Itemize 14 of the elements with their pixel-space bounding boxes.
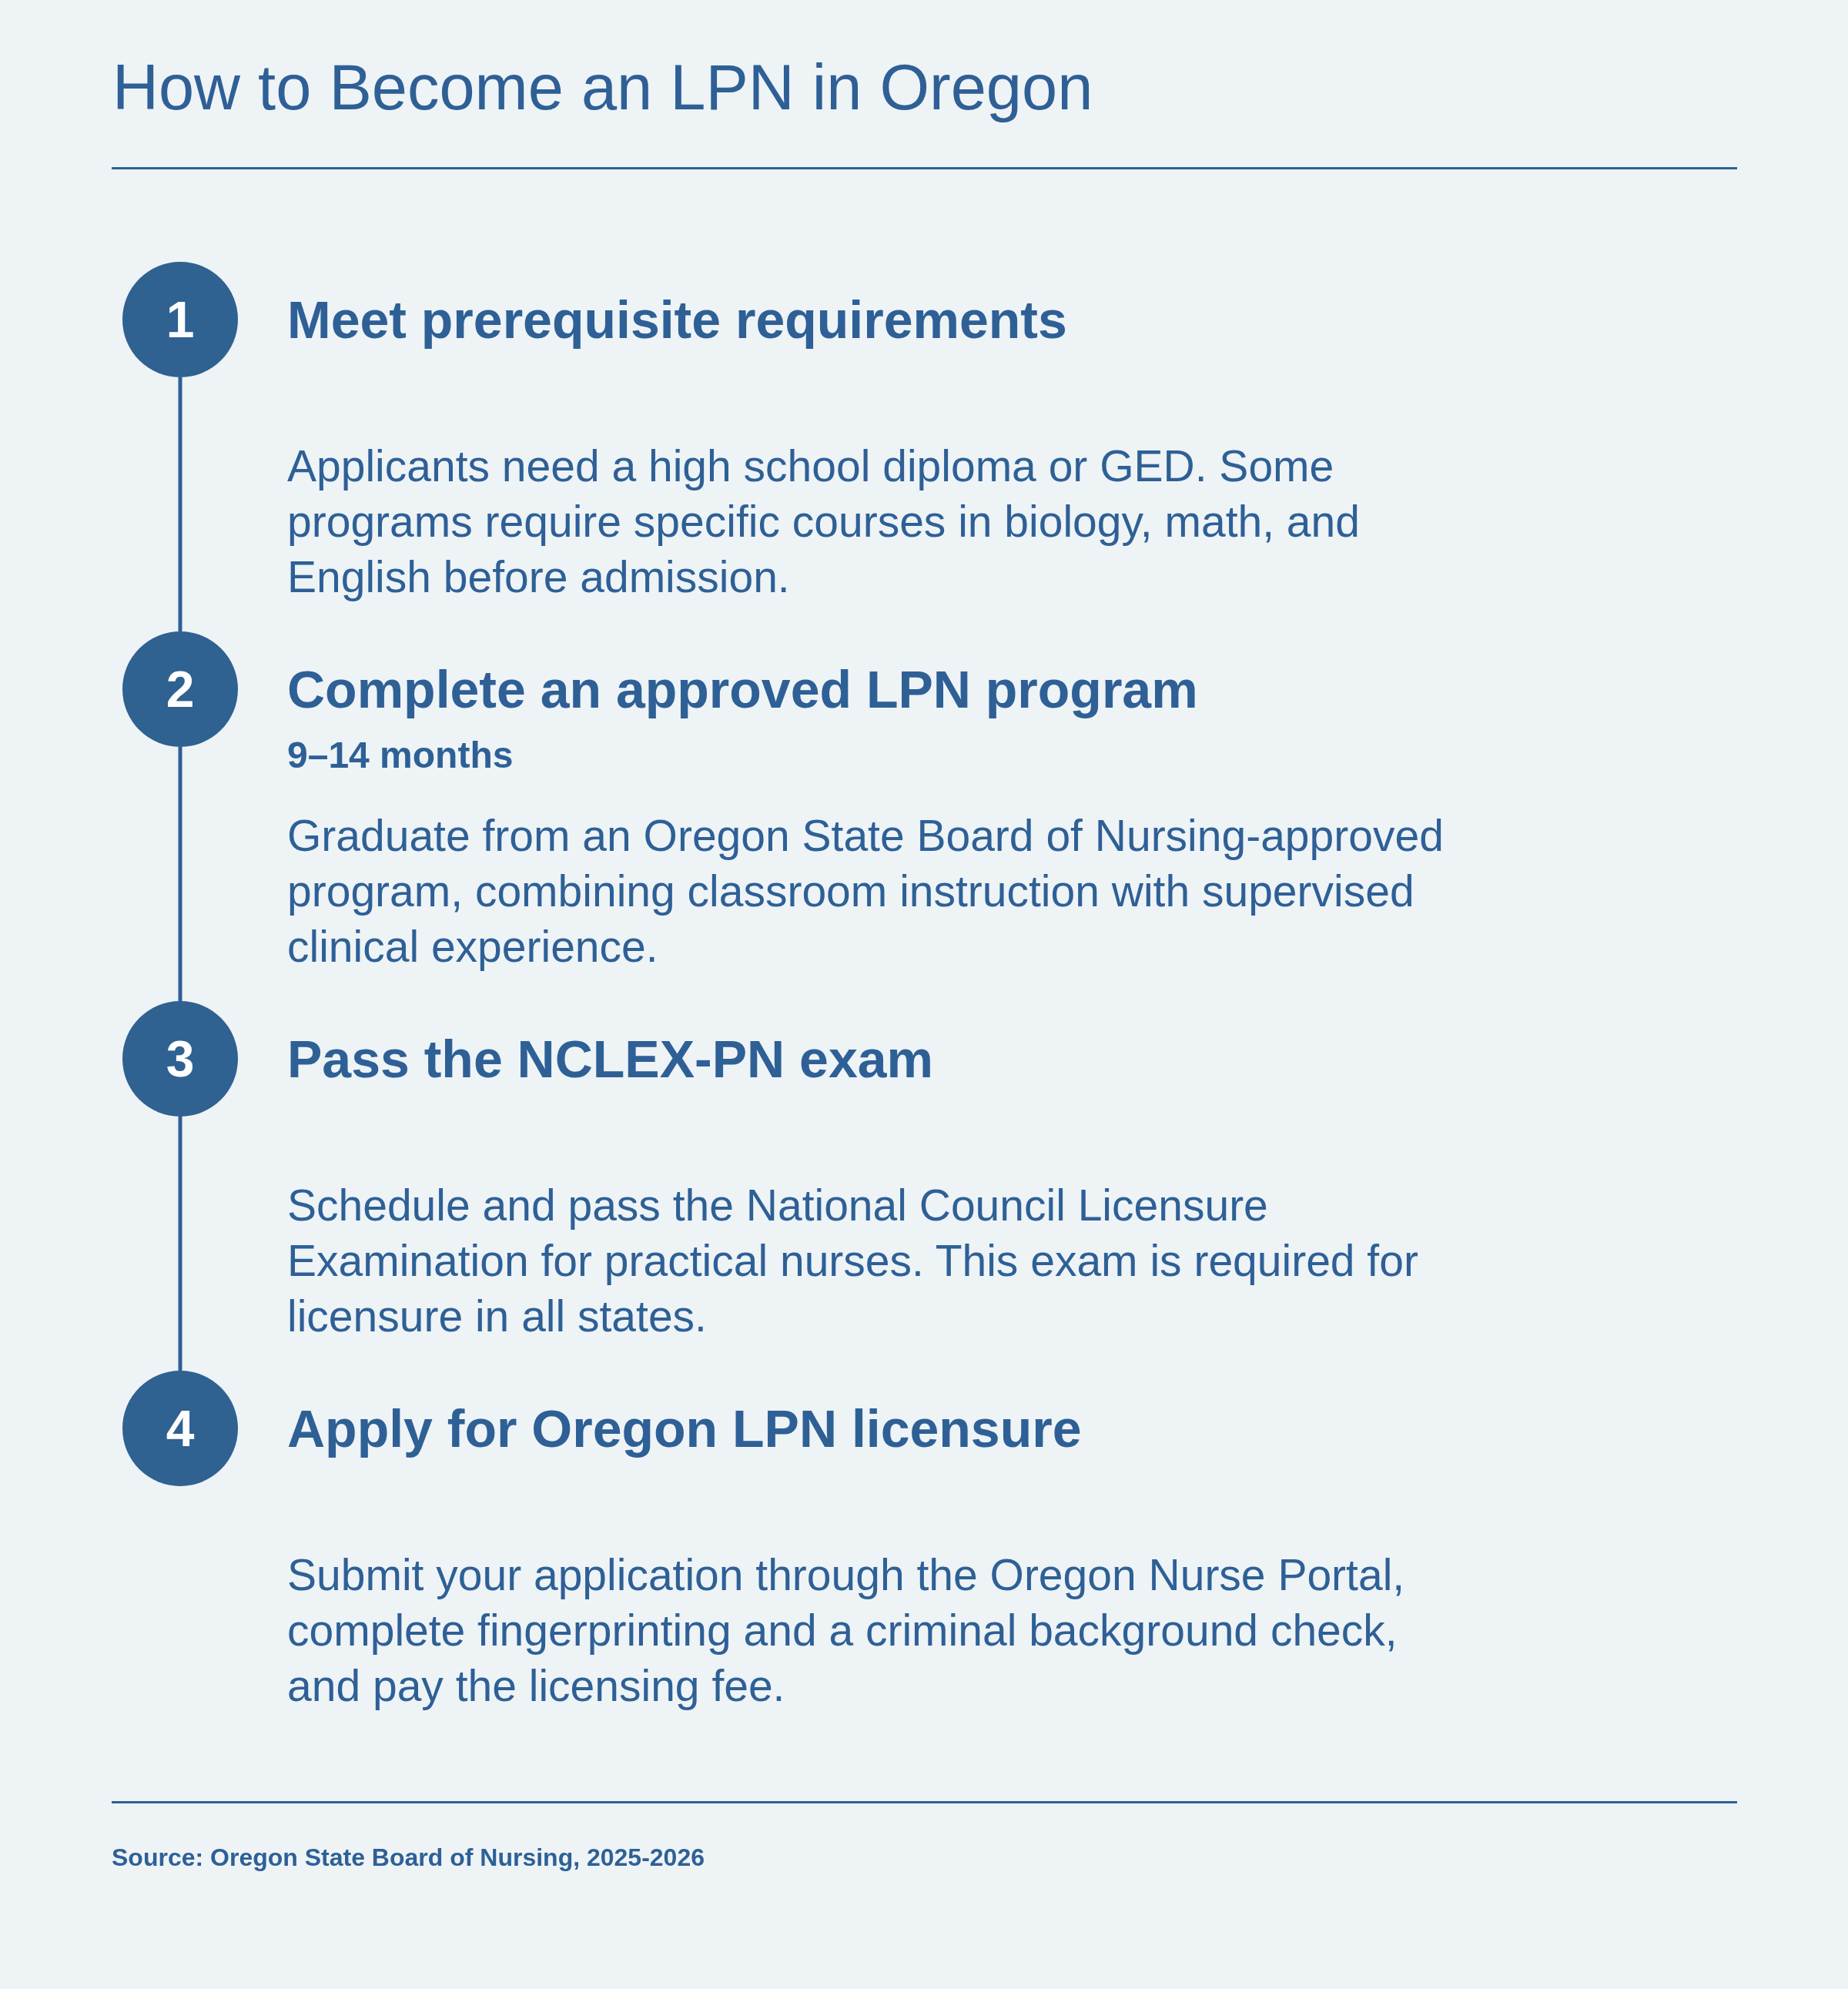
- step-description: Applicants need a high school diploma or GED. Some programs require specific courses in biology, math, and English before admission.: [287, 440, 1361, 603]
- step-heading: Apply for Oregon LPN licensure: [287, 1398, 1082, 1459]
- source-note: Source: Oregon State Board of Nursing, 2025-2026: [112, 1843, 705, 1873]
- connector-line: [178, 747, 182, 1001]
- step-heading: Complete an approved LPN program: [287, 659, 1198, 720]
- title: How to Become an LPN in Oregon: [112, 51, 1093, 125]
- connector-line: [178, 377, 182, 631]
- step-description: Schedule and pass the National Council Licensure Examination for practical nurses. This exam is required for licensure in all states.: [287, 1180, 1419, 1342]
- step-description: Graduate from an Oregon State Board of Nursing-approved program, combining classroom instruction with supervised clinical experience.: [287, 810, 1445, 973]
- step-description: Submit your application through the Oregon Nurse Portal, complete fingerprinting and a criminal background check, and pay the licensing fee.: [287, 1549, 1406, 1712]
- step-heading: Meet prerequisite requirements: [287, 290, 1067, 350]
- duration-text: 9–14 months: [287, 734, 514, 777]
- step-heading: Pass the NCLEX-PN exam: [287, 1029, 933, 1090]
- connector-line: [178, 1117, 182, 1371]
